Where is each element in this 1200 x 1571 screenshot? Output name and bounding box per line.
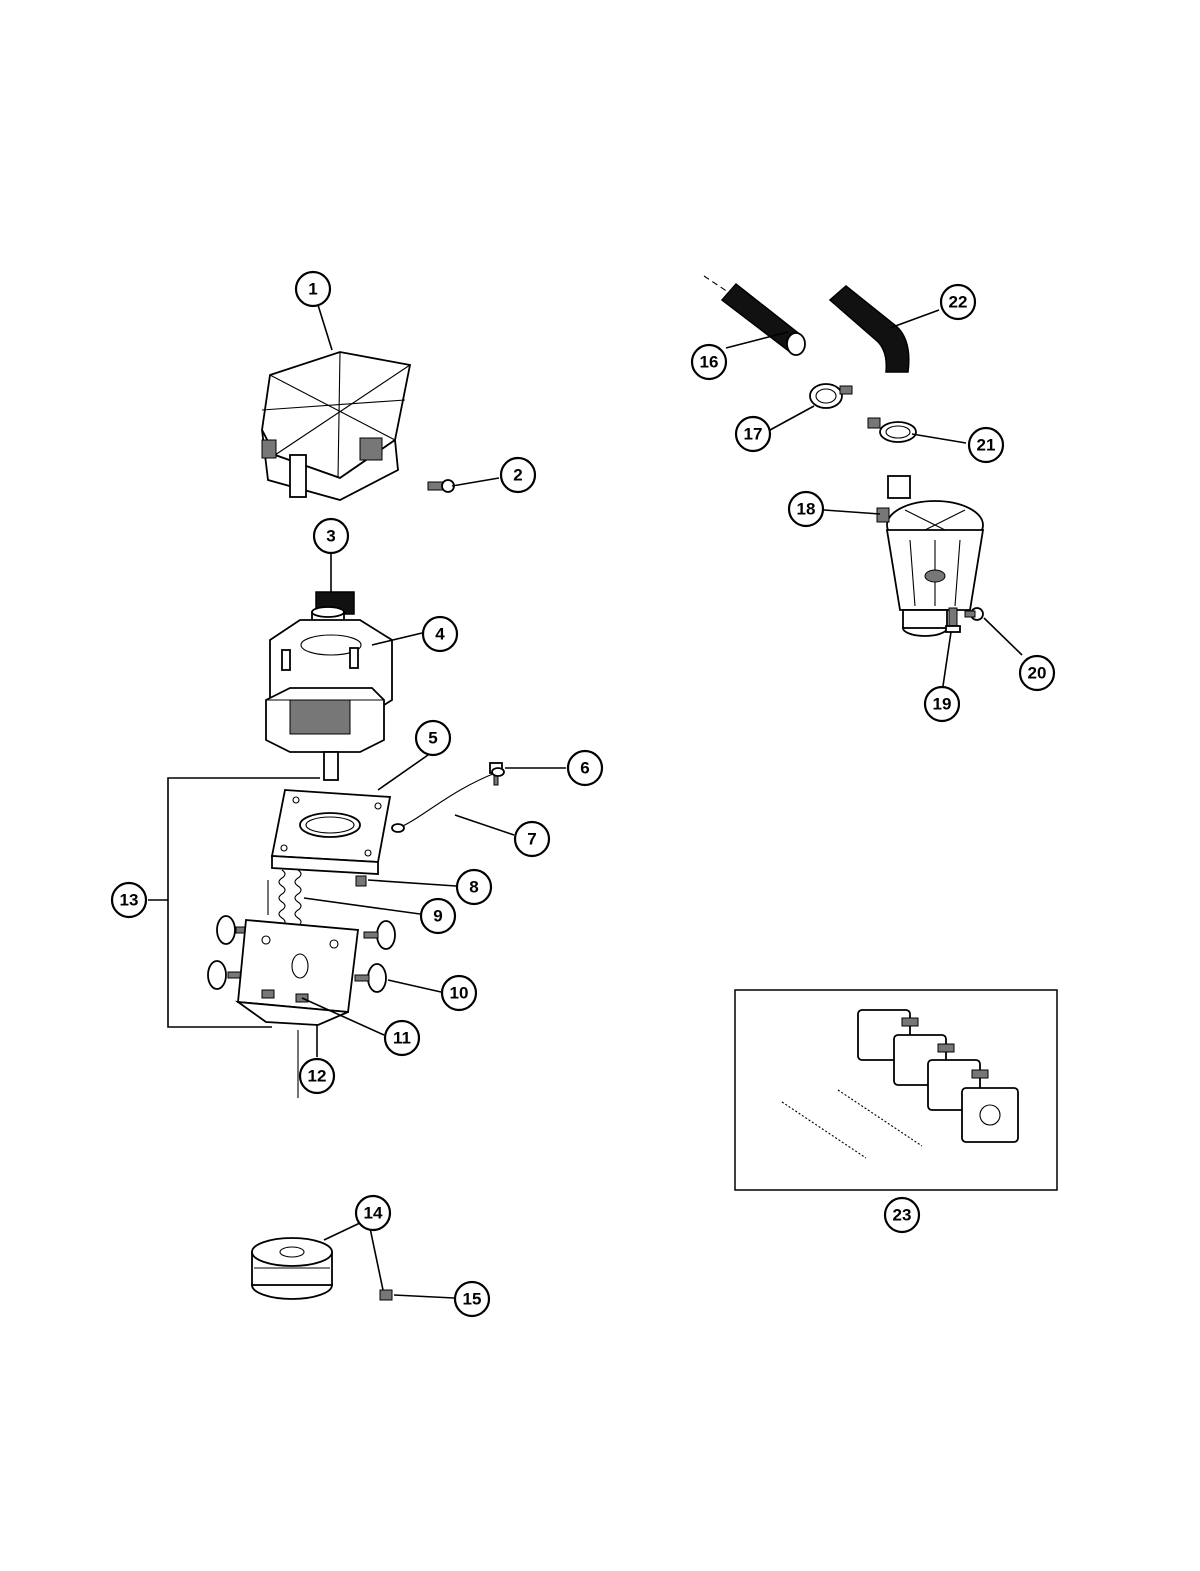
callout-16: 16 [690,343,728,381]
clamp-part-17 [809,383,853,409]
leader-lines [301,304,1023,1299]
hose-part-16 [703,275,806,356]
svg-text:7: 7 [527,830,536,849]
svg-text:23: 23 [893,1206,912,1225]
clamp-part-21 [867,417,917,443]
callout-15: 15 [453,1280,491,1318]
svg-text:2: 2 [513,466,522,485]
callout-11: 11 [383,1019,421,1057]
motor-part [265,591,393,781]
screw-part-19 [945,607,961,633]
svg-text:15: 15 [463,1290,482,1309]
callout-8: 8 [455,868,493,906]
parts-kit-box [734,989,1058,1191]
set-screw-part [379,1289,393,1301]
callout-4: 4 [421,615,459,653]
screw-part-2 [427,479,455,493]
svg-text:18: 18 [797,500,816,519]
callout-5: 5 [414,719,452,757]
callout-2: 2 [499,456,537,494]
callout-18: 18 [787,490,825,528]
callout-19: 19 [923,685,961,723]
svg-text:4: 4 [435,625,445,644]
callout-20: 20 [1018,654,1056,692]
callout-3: 3 [312,517,350,555]
svg-text:14: 14 [364,1204,383,1223]
screw-part-20 [964,607,984,621]
pump-part [876,475,985,637]
base-bracket-part [234,919,360,1026]
svg-text:13: 13 [120,891,139,910]
svg-text:10: 10 [450,984,469,1003]
callout-10: 10 [440,974,478,1012]
callout-23: 23 [883,1196,921,1234]
svg-text:19: 19 [933,695,952,714]
ground-wire-part [391,767,505,833]
clip-part-8 [355,875,367,887]
svg-text:12: 12 [308,1067,327,1086]
hose-part-22 [828,285,910,373]
svg-text:3: 3 [326,527,335,546]
svg-text:1: 1 [308,280,317,299]
callout-21: 21 [967,426,1005,464]
assembly-bracket-13 [148,777,320,1028]
callout-9: 9 [419,897,457,935]
rubber-mounts-part-10 [207,915,396,993]
callout-6: 6 [566,749,604,787]
svg-text:11: 11 [393,1029,411,1048]
svg-text:8: 8 [469,878,478,897]
pulley-part [251,1237,333,1300]
callout-14: 14 [354,1194,392,1232]
motor-cover-part [261,351,412,501]
svg-text:22: 22 [949,293,968,312]
svg-text:5: 5 [428,729,437,748]
callout-7: 7 [513,820,551,858]
motor-plate-part [270,789,392,875]
svg-text:21: 21 [977,436,996,455]
callout-17: 17 [734,415,772,453]
svg-text:17: 17 [744,425,763,444]
svg-text:6: 6 [580,759,589,778]
svg-text:9: 9 [433,907,442,926]
callout-13: 13 [110,881,148,919]
svg-text:20: 20 [1028,664,1047,683]
callout-22: 22 [939,283,977,321]
callout-12: 12 [298,1057,336,1095]
callout-1: 1 [294,270,332,308]
svg-text:16: 16 [700,353,719,372]
